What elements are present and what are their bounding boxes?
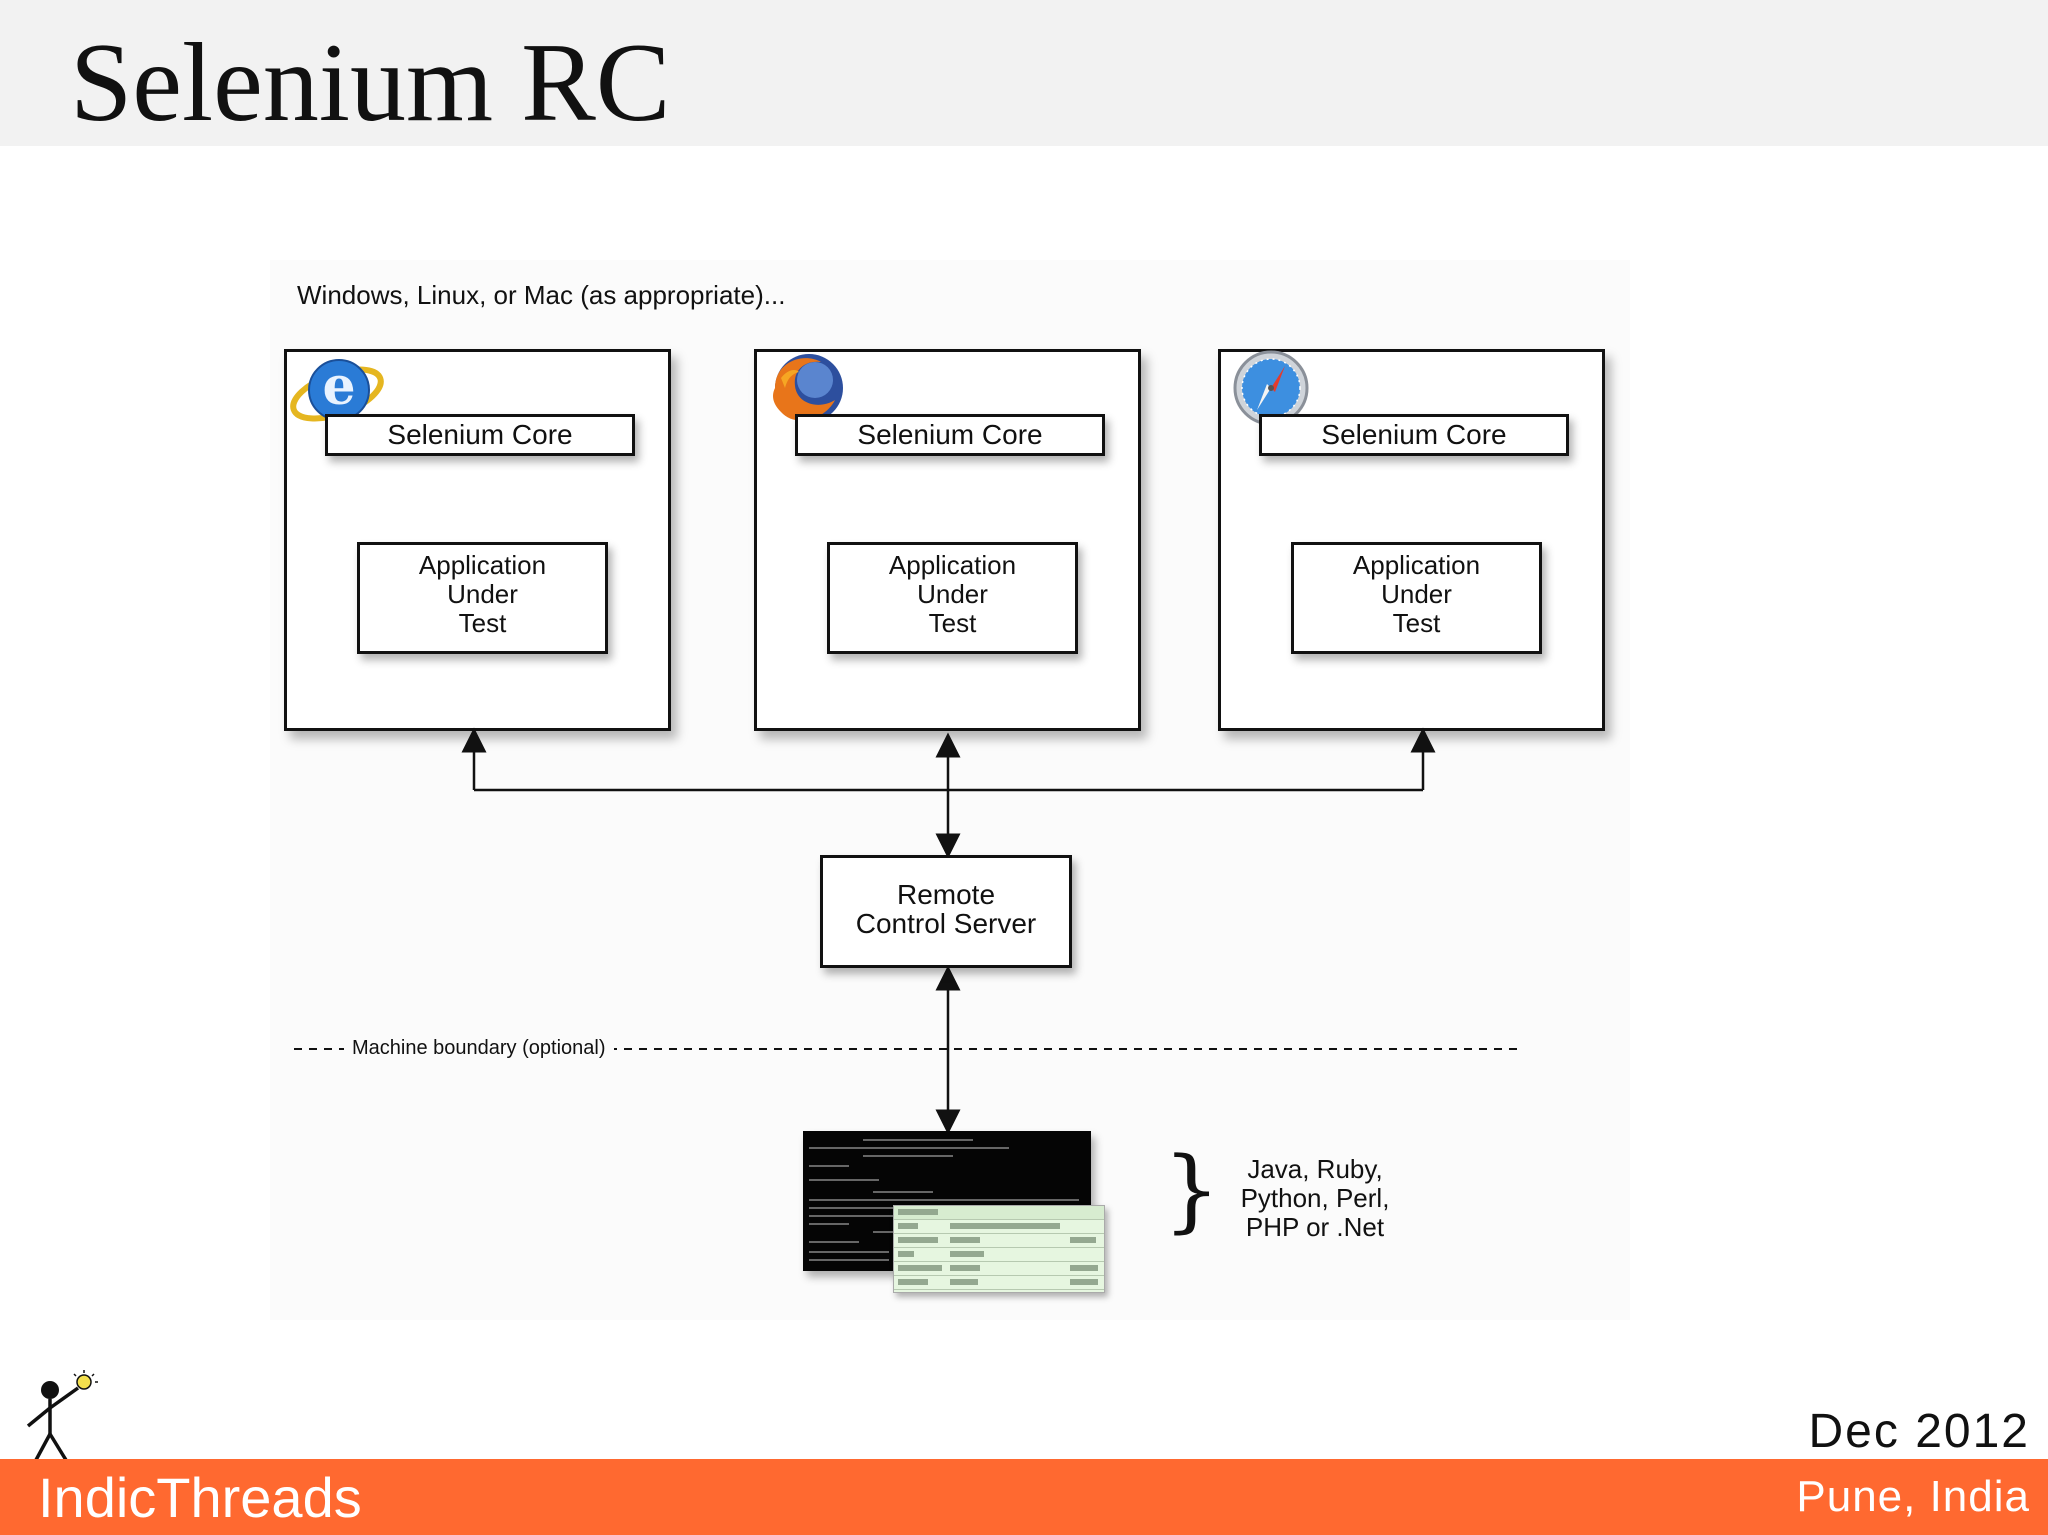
- aut-line: Test: [458, 608, 507, 638]
- languages-line: Java, Ruby,: [1247, 1154, 1383, 1184]
- safari-icon: [1233, 350, 1309, 426]
- selenium-core-box: Selenium Core: [795, 414, 1105, 456]
- aut-line: Application: [888, 550, 1017, 580]
- machine-boundary-label: Machine boundary (optional): [344, 1037, 614, 1060]
- os-label: Windows, Linux, or Mac (as appropriate).…: [297, 280, 786, 310]
- selenium-core-box: Selenium Core: [1259, 414, 1569, 456]
- client-languages-label: Java, Ruby, Python, Perl, PHP or .Net: [1205, 1155, 1425, 1242]
- selenium-core-box: Selenium Core: [325, 414, 635, 456]
- aut-line: Application: [1352, 550, 1481, 580]
- title-bar: [0, 0, 2048, 146]
- remote-control-server-box: Remote Control Server: [820, 855, 1072, 968]
- svg-text:e: e: [322, 356, 355, 417]
- aut-line: Test: [928, 608, 977, 638]
- brace-icon: }: [1163, 1138, 1221, 1243]
- server-line: Control Server: [855, 908, 1037, 939]
- slide-title: Selenium RC: [70, 21, 671, 145]
- server-line: Remote: [896, 879, 996, 910]
- languages-line: PHP or .Net: [1245, 1212, 1385, 1242]
- application-under-test-box: Application Under Test: [357, 542, 608, 654]
- browser-environment-safari: Selenium Core Application Under Test: [1218, 349, 1605, 731]
- aut-line: Under: [917, 579, 988, 609]
- browser-environment-firefox: Selenium Core Application Under Test: [754, 349, 1141, 731]
- application-under-test-box: Application Under Test: [827, 542, 1078, 654]
- aut-line: Application: [418, 550, 547, 580]
- stick-figure-logo-icon: [26, 1370, 98, 1460]
- aut-line: Under: [1381, 579, 1452, 609]
- aut-line: Under: [447, 579, 518, 609]
- aut-line: Test: [1392, 608, 1441, 638]
- brand-name: IndicThreads: [38, 1466, 362, 1529]
- application-under-test-box: Application Under Test: [1291, 542, 1542, 654]
- firefox-icon: [773, 354, 843, 422]
- footer-bar: [0, 1459, 2048, 1535]
- languages-line: Python, Perl,: [1240, 1183, 1390, 1213]
- presentation-date: Dec 2012: [1808, 1405, 2030, 1458]
- event-location: Pune, India: [1796, 1472, 2030, 1521]
- test-table-screenshot-icon: [893, 1205, 1105, 1293]
- browser-environment-ie: e Selenium Core Application Under Test: [284, 349, 671, 731]
